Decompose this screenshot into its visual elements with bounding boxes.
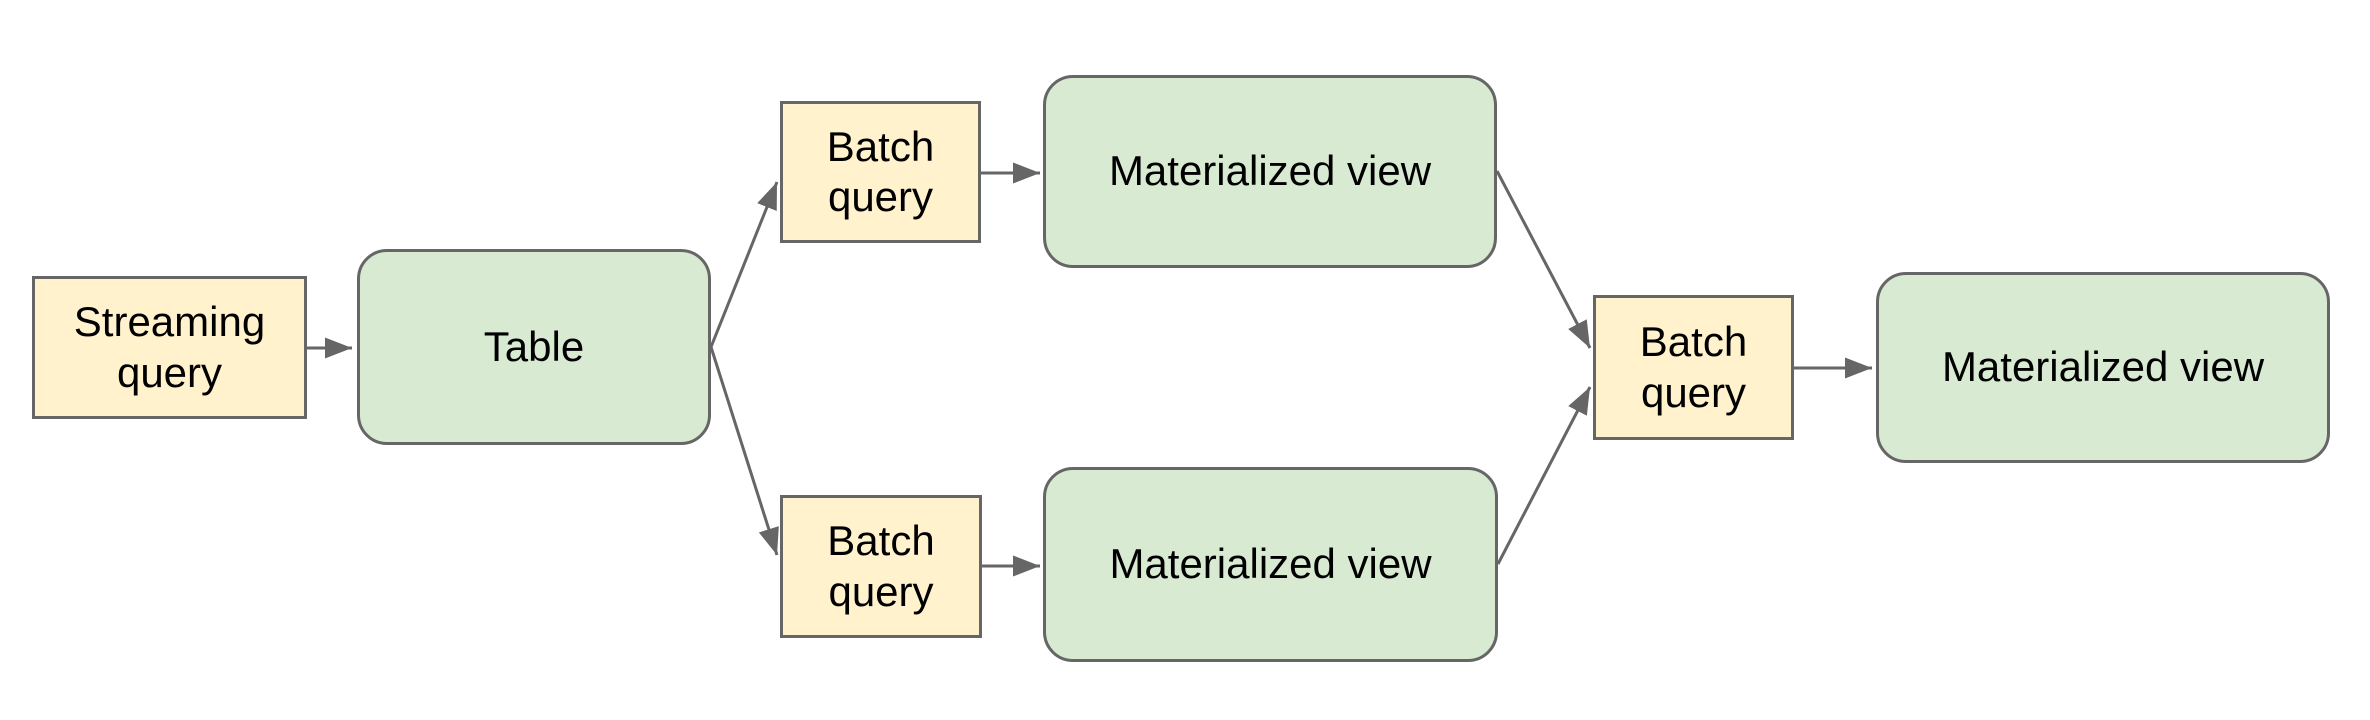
node-batch-query-top: Batch query — [780, 101, 981, 243]
node-materialized-view-top: Materialized view — [1043, 75, 1497, 268]
node-batch-query-merge: Batch query — [1593, 295, 1794, 440]
node-materialized-view-bottom-label: Materialized view — [1109, 540, 1432, 588]
node-materialized-view-top-label: Materialized view — [1108, 147, 1432, 195]
node-table: Table — [357, 249, 711, 445]
node-batch-query-bottom-label: Batch query — [827, 517, 935, 615]
edge-table-to-batch-query-bottom — [709, 346, 779, 556]
node-table-label: Table — [483, 322, 585, 370]
edge-table-to-batch-query-top — [709, 181, 779, 348]
node-materialized-view-bottom: Materialized view — [1043, 467, 1498, 662]
node-streaming-query-label: Streaming query — [73, 298, 266, 396]
node-batch-query-merge-label: Batch query — [1639, 318, 1748, 416]
edge-materialized-view-bottom-to-batch-query-merge — [1496, 386, 1592, 565]
node-batch-query-bottom: Batch query — [780, 495, 982, 638]
node-materialized-view-final-label: Materialized view — [1941, 343, 2265, 391]
node-streaming-query: Streaming query — [32, 276, 307, 419]
node-materialized-view-final: Materialized view — [1876, 272, 2330, 463]
edge-materialized-view-top-to-batch-query-merge — [1495, 170, 1592, 349]
node-batch-query-top-label: Batch query — [826, 122, 935, 220]
